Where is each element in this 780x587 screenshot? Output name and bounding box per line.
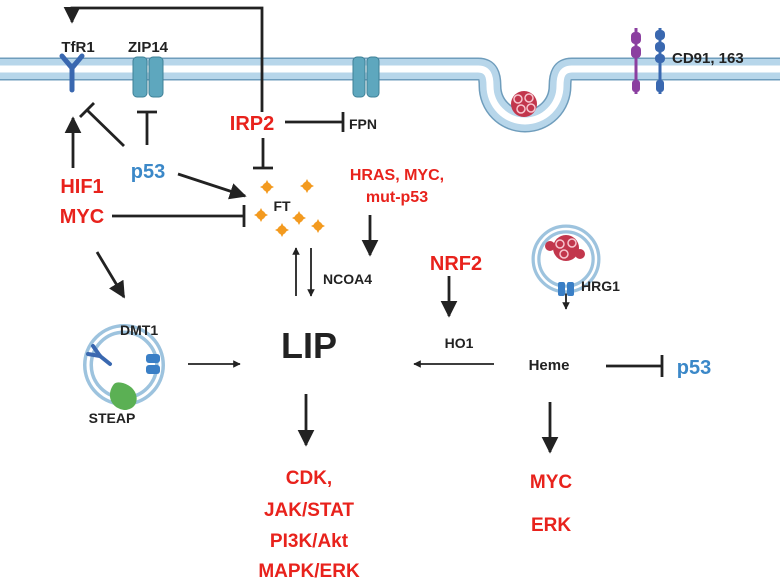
label-mut-p53: mut-p53 (366, 189, 428, 206)
label-ft: FT (273, 198, 291, 214)
label-myc-upstream: MYC (60, 206, 104, 228)
label-pi3k-akt: PI3K/Akt (270, 531, 349, 552)
label-cdk: CDK, (286, 468, 332, 489)
label-ho1: HO1 (445, 335, 474, 351)
endosome-icon (83, 324, 165, 410)
label-tfr1: TfR1 (61, 39, 94, 56)
arrow-p53-ft (177, 172, 247, 200)
label-hras-myc: HRAS, MYC, (350, 167, 444, 184)
zip14-channel-icon (132, 56, 164, 98)
label-dmt1: DMT1 (120, 322, 158, 338)
label-erk: ERK (531, 515, 571, 536)
label-hif1: HIF1 (60, 176, 103, 198)
label-myc-downstream: MYC (530, 472, 573, 493)
connectors (63, 6, 664, 454)
label-hrg1: HRG1 (581, 278, 620, 294)
cd163-receptor-icon (655, 28, 665, 94)
iron-particle-icon (254, 179, 325, 237)
inhibit-p53-tfr1 (86, 108, 125, 148)
label-steap: STEAP (89, 410, 136, 426)
fpn-channel-icon (352, 56, 380, 98)
label-irp2: IRP2 (230, 113, 274, 135)
label-nrf2: NRF2 (430, 253, 482, 275)
ferritin-icon (511, 91, 537, 117)
arrow-irp2-to-tfr1 (63, 6, 264, 112)
label-zip14: ZIP14 (128, 39, 169, 56)
label-fpn: FPN (349, 116, 377, 132)
label-p53-upstream: p53 (131, 161, 165, 183)
hrg1-channel-icon (531, 224, 601, 296)
label-cd91-163: CD91, 163 (672, 50, 744, 67)
label-p53-downstream: p53 (677, 357, 711, 379)
label-mapk-erk: MAPK/ERK (258, 561, 360, 582)
cd91-receptor-icon (631, 28, 641, 94)
label-ncoa4: NCOA4 (323, 271, 372, 287)
label-lip: LIP (281, 325, 337, 366)
tfr1-receptor-icon (59, 53, 85, 93)
label-heme: Heme (529, 357, 570, 374)
arrow-myc-dmt1 (95, 251, 126, 299)
plasma-membrane (0, 57, 780, 133)
label-jak-stat: JAK/STAT (264, 500, 354, 521)
